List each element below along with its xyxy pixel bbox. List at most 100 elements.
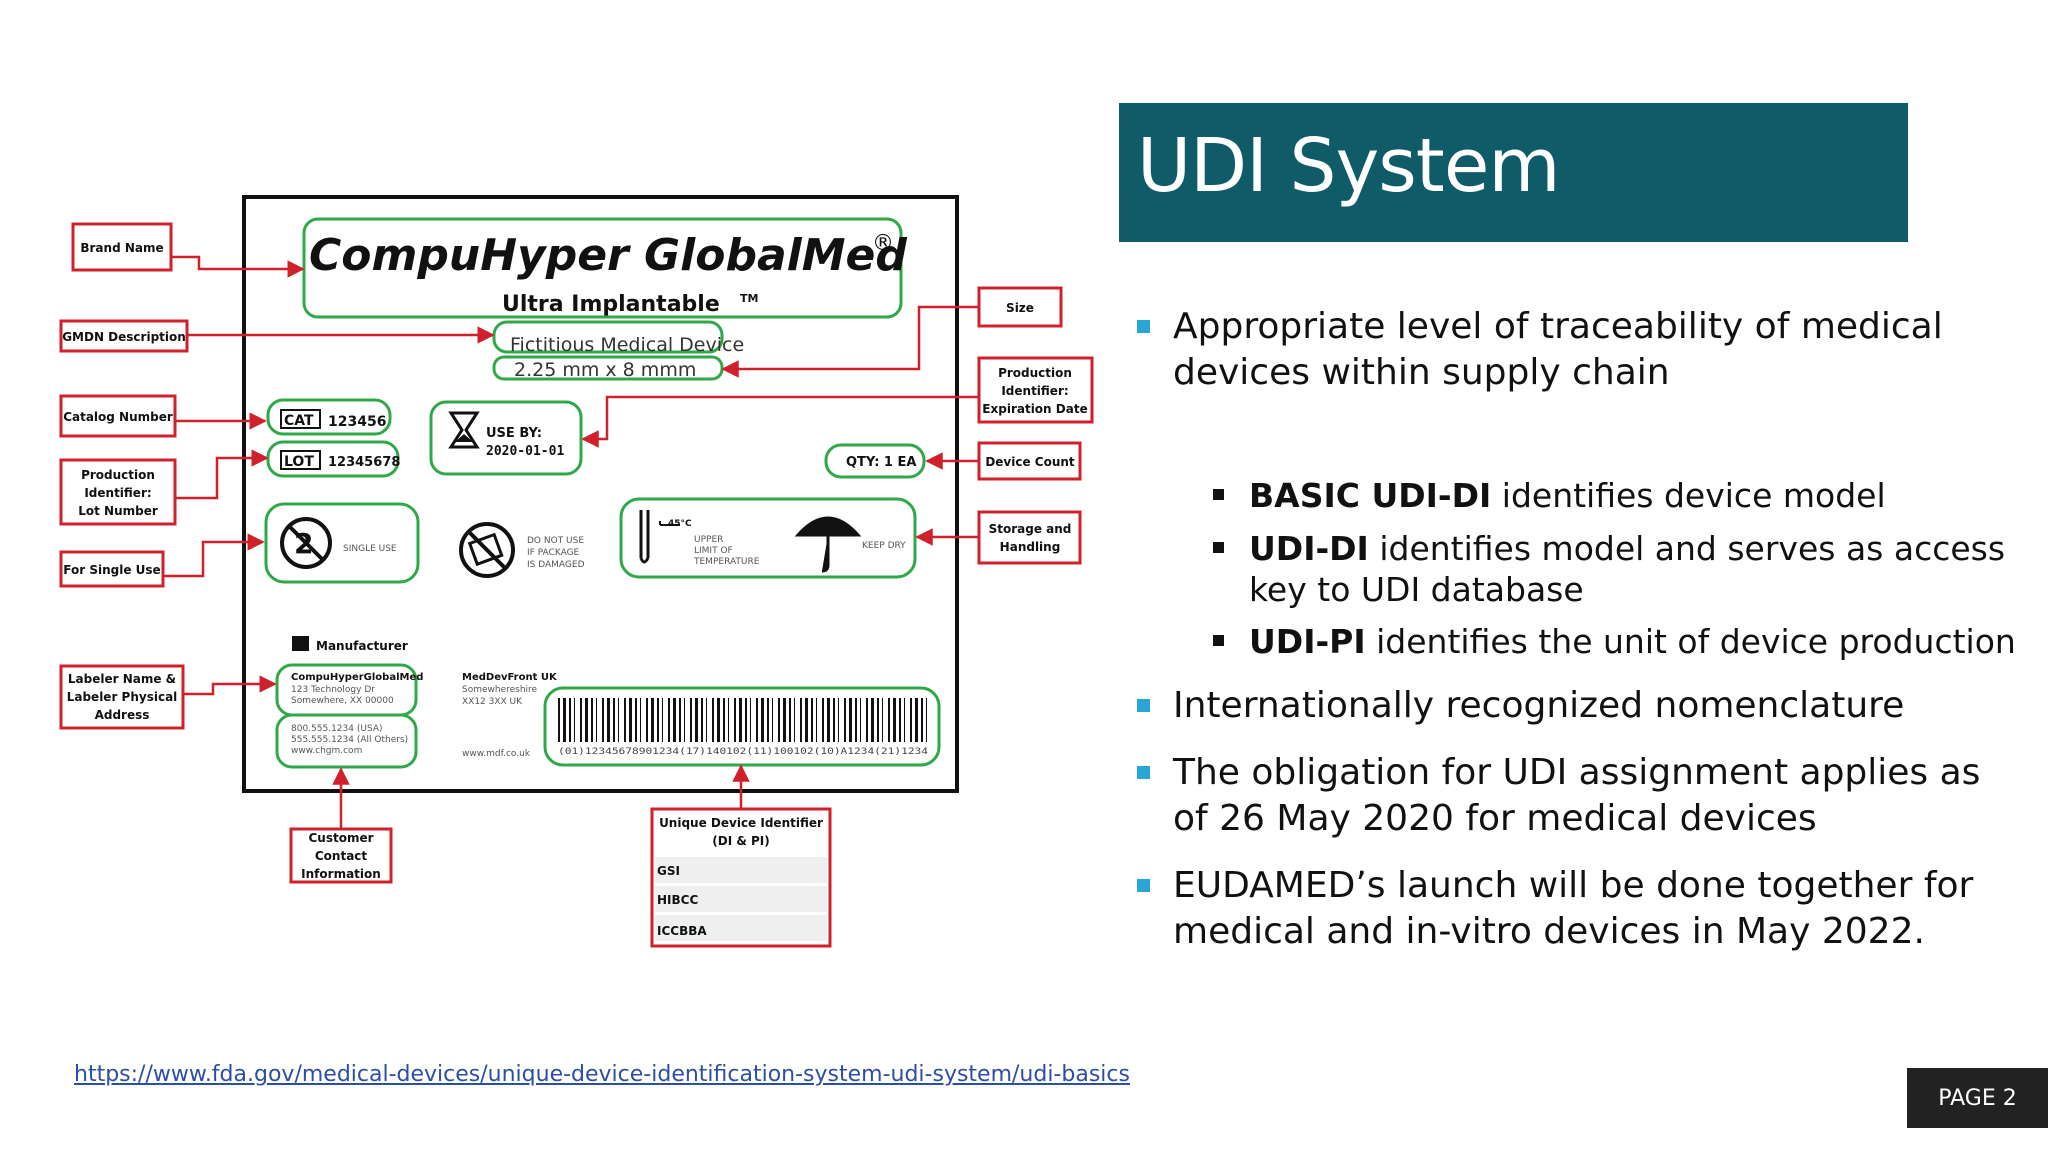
callout-storage: Storage and Handling <box>977 510 1082 565</box>
barcode-bar <box>899 698 901 742</box>
barcode-bar <box>855 698 857 742</box>
callout-production-lot: Production Identifier: Lot Number <box>59 458 177 526</box>
callout-device-count: Device Count <box>977 441 1082 481</box>
barcode-bar <box>591 698 593 742</box>
barcode-bar <box>657 698 659 742</box>
manufacturer-web: www.chgm.com <box>291 746 362 756</box>
cat-tag: CAT <box>284 413 314 429</box>
hourglass-sand <box>455 434 473 442</box>
qty-box <box>824 443 926 479</box>
registered-mark: ® <box>872 231 894 256</box>
damaged-line-3: IS DAMAGED <box>527 560 585 570</box>
storage-box <box>619 497 917 579</box>
barcode-bar <box>860 698 861 742</box>
barcode-bar <box>695 698 698 742</box>
manufacturer-heading: Manufacturer <box>316 639 408 653</box>
svg-text:GSI: GSI <box>657 864 680 878</box>
qty-value: QTY: 1 EA <box>846 455 916 470</box>
barcode-bar <box>717 698 720 742</box>
page-number-badge: PAGE 2 <box>1907 1068 2048 1128</box>
barcode-bar <box>761 698 764 742</box>
callout-production-expiration: Production Identifier: Expiration Date <box>977 356 1094 424</box>
barcode-bar <box>668 698 670 742</box>
barcode-bar <box>690 698 692 742</box>
device-size: 2.25 mm x 8 mmm <box>514 359 696 381</box>
cat-tag-frame <box>280 409 321 429</box>
barcode-bar <box>624 698 626 742</box>
barcode-bar <box>789 698 791 742</box>
svg-text:Identifier:: Identifier: <box>1001 384 1068 398</box>
barcode-bar <box>827 698 830 742</box>
barcode-bar <box>662 698 663 742</box>
barcode-bar <box>844 698 846 742</box>
callout-single-use: For Single Use <box>59 550 165 588</box>
brand-name: CompuHyper GlobalMed <box>309 230 907 281</box>
bullet-line: EUDAMED’s launch will be done together f… <box>1173 865 1974 906</box>
sub-bullet-udi-pi: UDI-PI identifies the unit of device pro… <box>1249 621 2016 662</box>
barcode-bar <box>800 698 802 742</box>
svg-text:Production: Production <box>998 366 1072 380</box>
barcode-bar <box>640 698 641 742</box>
thermometer-icon <box>639 510 650 564</box>
barcode-bar <box>585 698 588 742</box>
single-use-text: SINGLE USE <box>343 544 397 554</box>
hourglass-icon <box>448 411 480 449</box>
manufacturer-name: CompuHyperGlobalMed <box>291 672 423 683</box>
sub-bullet-continuation: key to UDI database <box>1249 570 1584 609</box>
barcode-bar <box>882 698 883 742</box>
callout-arrows <box>163 255 979 829</box>
bullet-marker <box>1137 320 1150 333</box>
bullet-line: The obligation for UDI assignment applie… <box>1173 752 1981 793</box>
sub-bullet-bold: BASIC UDI-DI <box>1249 476 1492 515</box>
label-frame <box>242 195 959 793</box>
umbrella-icon <box>794 516 862 573</box>
barcode-bar <box>893 698 896 742</box>
barcode-bar <box>877 698 879 742</box>
barcode-bar <box>910 698 912 742</box>
bullet-line: Internationally recognized nomenclature <box>1173 685 1905 726</box>
sub-bullet-text: identifies model and serves as access <box>1368 529 2006 568</box>
bullet-line: of 26 May 2020 for medical devices <box>1173 798 1817 839</box>
manufacturer-addr-2: Somewhere, XX 00000 <box>291 696 394 706</box>
page-number: PAGE 2 <box>1938 1086 2017 1111</box>
barcode <box>558 698 927 742</box>
lot-tag-frame <box>280 450 321 470</box>
bullet-line: devices within supply chain <box>1173 352 1670 393</box>
trademark: TM <box>740 292 758 305</box>
damaged-package-icon <box>459 522 515 578</box>
callout-gmdn: GMDN Description <box>59 319 189 353</box>
fda-source-link[interactable]: https://www.fda.gov/medical-devices/uniq… <box>74 1062 1130 1087</box>
barcode-bar <box>811 698 813 742</box>
barcode-bar <box>750 698 751 742</box>
svg-text:Labeler Name &: Labeler Name & <box>68 672 176 686</box>
barcode-bar <box>778 698 780 742</box>
barcode-bar <box>926 698 927 742</box>
svg-text:HIBCC: HIBCC <box>657 893 698 907</box>
barcode-bar <box>822 698 824 742</box>
bullet-eudamed: EUDAMED’s launch will be done together f… <box>1173 863 1973 955</box>
bullet-traceability: Appropriate level of traceability of med… <box>1173 304 1943 396</box>
eu-rep-1: MedDevFront UK <box>462 672 558 683</box>
svg-text:GMDN Description: GMDN Description <box>62 330 186 344</box>
barcode-bar <box>580 698 582 742</box>
sub-bullet-marker <box>1213 635 1224 646</box>
eu-rep-web: www.mdf.co.uk <box>462 749 531 759</box>
barcode-bar <box>613 698 615 742</box>
svg-text:Identifier:: Identifier: <box>84 486 151 500</box>
barcode-bar <box>728 698 729 742</box>
use-by-value: 2020-01-01 <box>486 444 564 459</box>
barcode-bar <box>569 698 571 742</box>
barcode-bar <box>745 698 747 742</box>
svg-text:Lot Number: Lot Number <box>78 504 158 518</box>
product-name: Ultra Implantable <box>502 292 720 317</box>
damaged-slash <box>466 529 508 571</box>
slide-title: UDI System <box>1137 123 1560 209</box>
barcode-bar <box>646 698 648 742</box>
upper-line-3: TEMPERATURE <box>693 557 760 567</box>
barcode-bar <box>679 698 681 742</box>
svg-text:Storage and: Storage and <box>989 522 1072 536</box>
bullet-obligation: The obligation for UDI assignment applie… <box>1173 750 1980 842</box>
callout-customer: Customer Contact Information <box>289 827 393 884</box>
sub-bullet-udi-di: UDI-DI identifies model and serves as ac… <box>1249 528 2005 610</box>
barcode-bar <box>558 698 560 742</box>
